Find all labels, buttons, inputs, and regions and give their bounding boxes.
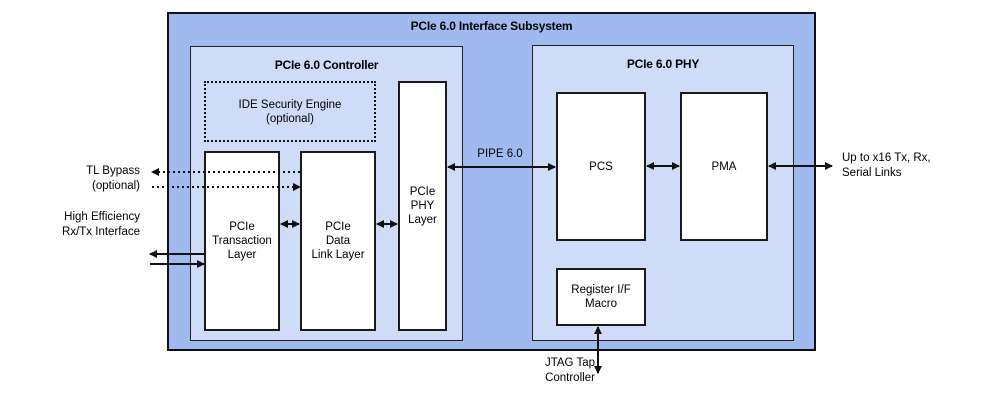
rxtx-interface-label: High Efficiency Rx/Tx Interface [30,210,140,240]
rxtx-label-1: High Efficiency [64,211,140,223]
phy-layer-label-2: PHY [410,200,435,212]
transaction-layer-box: PCIe Transaction Layer [204,151,280,331]
data-link-layer-label-1: PCIe [325,221,351,233]
data-link-layer-box: PCIe Data Link Layer [300,151,376,331]
tl-bypass-label: TL Bypass (optional) [40,164,140,194]
pcs-box: PCS [556,92,646,241]
data-link-layer-label-2: Data [325,235,351,247]
transaction-layer-label-1: PCIe [229,221,255,233]
register-if-macro-box: Register I/F Macro [556,268,646,326]
tl-bypass-label-1: TL Bypass [86,165,140,177]
serial-links-label-2: Serial Links [842,167,902,179]
subsystem-title: PCIe 6.0 Interface Subsystem [410,19,573,33]
pipe-label: PIPE 6.0 [477,148,523,160]
transaction-layer-label-3: Layer [227,249,257,261]
tl-bypass-label-2: (optional) [92,180,140,192]
jtag-label-1: JTAG Tap [544,357,596,369]
phy-layer-label-1: PCIe [409,186,436,198]
ide-engine-label: IDE Security Engine [238,98,342,111]
register-macro-label-1: Register I/F [571,284,631,296]
jtag-label-2: Controller [545,372,595,384]
pma-label: PMA [711,160,737,173]
phy-layer-box: PCIe PHY Layer [398,81,447,331]
rxtx-label-2: Rx/Tx Interface [62,226,140,238]
transaction-layer-label-2: Transaction [212,235,272,247]
ide-engine-optional: (optional) [266,112,314,125]
pcs-label: PCS [589,160,613,173]
controller-title: PCIe 6.0 Controller [274,58,379,72]
pma-box: PMA [680,92,768,241]
phy-title: PCIe 6.0 PHY [626,57,700,71]
register-macro-label-2: Macro [585,298,617,310]
phy-layer-label-3: Layer [408,214,437,226]
serial-links-label-1: Up to x16 Tx, Rx, [842,152,931,164]
jtag-label: JTAG Tap Controller [530,356,610,386]
ide-security-engine-box: IDE Security Engine (optional) [204,81,376,142]
serial-links-label: Up to x16 Tx, Rx, Serial Links [842,151,992,181]
data-link-layer-label-3: Link Layer [311,249,365,261]
